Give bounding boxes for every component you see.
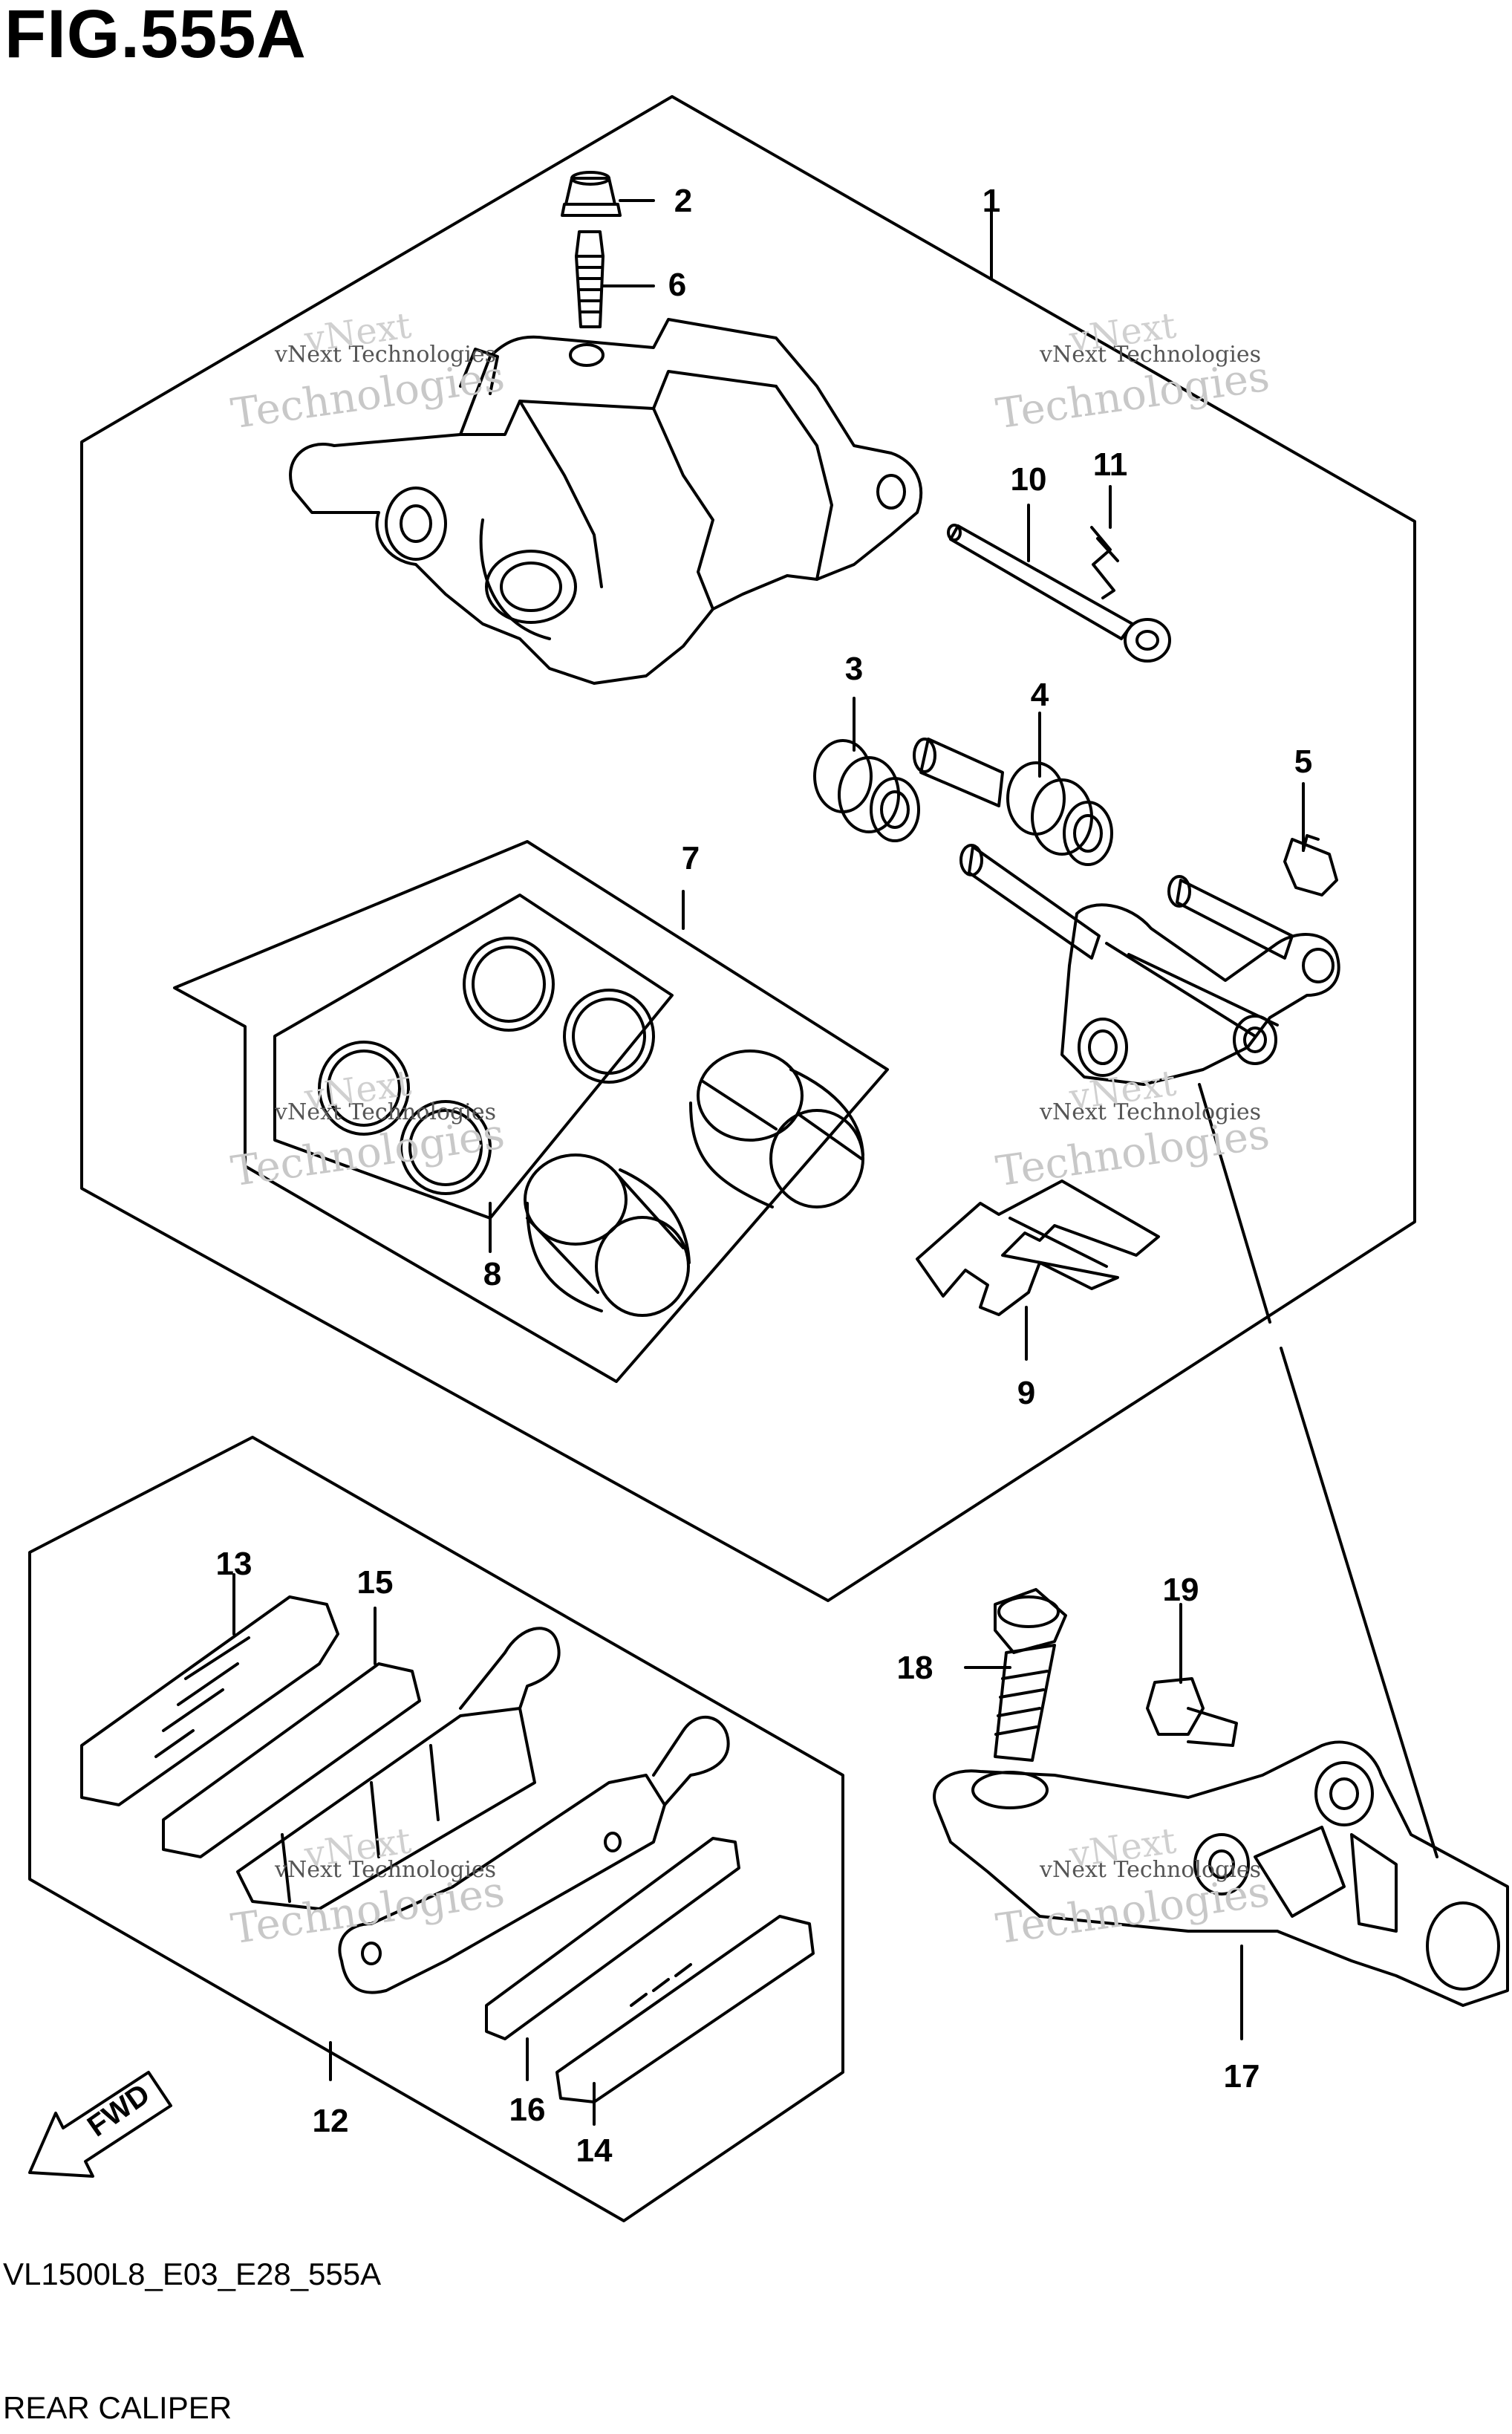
- callout-9: 9: [1017, 1375, 1035, 1411]
- callout-18: 18: [897, 1650, 933, 1686]
- caliper-bracket-drawing: [959, 844, 1340, 1086]
- shaft-bolt-drawing: [1146, 1677, 1238, 1747]
- callout-14: 14: [576, 2132, 613, 2169]
- callout-2: 2: [674, 183, 692, 219]
- callout-3: 3: [845, 651, 863, 687]
- callout-12: 12: [313, 2103, 349, 2139]
- bracket-leader-lines: [964, 1603, 1243, 2040]
- callout-16: 16: [509, 2092, 546, 2128]
- figure-title: FIG.555A: [4, 0, 307, 72]
- brake-pad-b-drawing: [338, 1716, 730, 1994]
- caliper-mount-bracket-drawing: [933, 1740, 1509, 2007]
- brake-pad-a-drawing: [236, 1627, 561, 1910]
- callout-1: 1: [983, 183, 1000, 219]
- pad-shims-lower-drawing: [485, 1837, 815, 2103]
- callout-7: 7: [682, 840, 700, 876]
- bolt-drawing: [994, 1588, 1067, 1762]
- leader-lines: [489, 199, 1438, 1858]
- caliper-body-drawing: [289, 318, 922, 685]
- bleeder-cap-drawing: [561, 171, 622, 217]
- pin-clip-drawing: [1090, 526, 1119, 599]
- pad-spring-drawing: [916, 1179, 1160, 1316]
- fwd-label: FWD: [82, 2077, 156, 2143]
- figure-code: VL1500L8_E03_E28_555A: [3, 2256, 382, 2291]
- pad-shims-drawing: [80, 1595, 421, 1858]
- callout-15: 15: [357, 1564, 394, 1601]
- caliper-assembly-box: [80, 95, 1416, 1602]
- callout-4: 4: [1031, 677, 1049, 713]
- seal-inner-box: [273, 894, 674, 1220]
- callout-17: 17: [1224, 2058, 1260, 2095]
- callout-11: 11: [1093, 446, 1128, 483]
- dust-boot-drawing: [813, 739, 920, 842]
- callout-6: 6: [668, 267, 686, 303]
- pad-leader-lines: [232, 1573, 596, 2126]
- fwd-arrow-drawing: [28, 2071, 172, 2178]
- retainer-clip-drawing: [1283, 834, 1338, 897]
- piston-seal-kit-box: [173, 840, 889, 1383]
- callout-10: 10: [1011, 461, 1047, 498]
- figure-name: REAR CALIPER: [3, 2390, 232, 2425]
- callout-19: 19: [1163, 1572, 1199, 1608]
- piston-upper-drawing: [689, 1050, 864, 1208]
- callout-5: 5: [1294, 743, 1312, 780]
- callout-13: 13: [216, 1546, 252, 1582]
- callout-8: 8: [483, 1256, 501, 1292]
- pad-pin-drawing: [947, 524, 1171, 663]
- piston-seals-drawing: [318, 937, 655, 1195]
- piston-lower-drawing: [524, 1153, 691, 1317]
- sleeve-boot-drawing: [913, 738, 1113, 866]
- brake-pad-kit-box: [28, 1436, 844, 2222]
- bleeder-screw-drawing: [575, 230, 605, 328]
